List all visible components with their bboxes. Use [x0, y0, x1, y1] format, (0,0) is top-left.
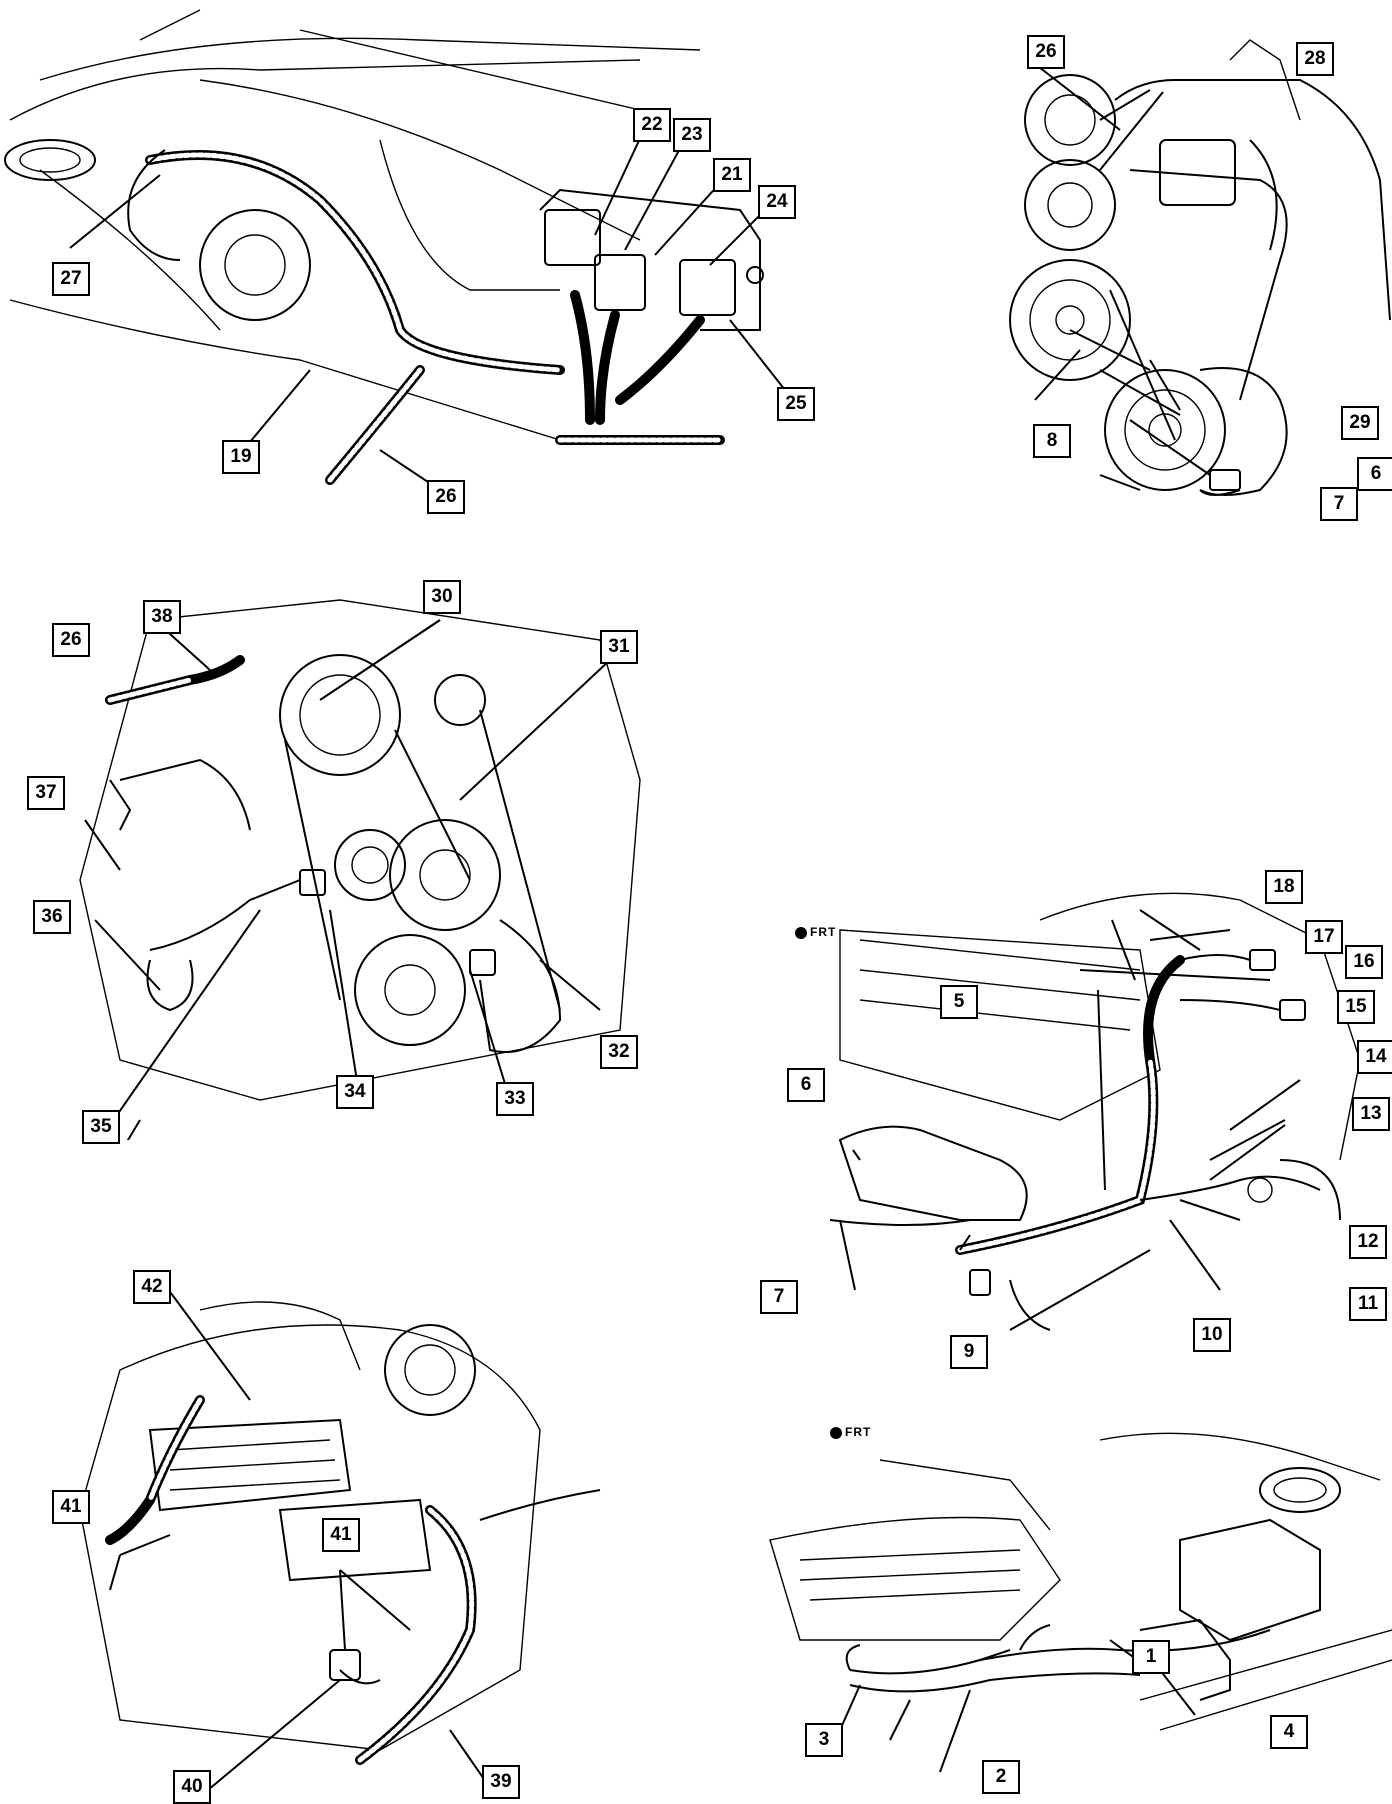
callout-33: 33 — [496, 1082, 534, 1116]
callout-29: 29 — [1341, 406, 1379, 440]
panel-engine-harness: FRT 18 17 16 15 5 14 6 13 — [760, 860, 1392, 1380]
callout-38: 38 — [143, 600, 181, 634]
callout-14: 14 — [1357, 1040, 1392, 1074]
front-arrow-icon-2 — [830, 1426, 842, 1439]
panel-accessory-drive: 26 28 29 8 6 7 — [1000, 20, 1392, 540]
callout-18: 18 — [1265, 870, 1303, 904]
frt-label: FRT — [810, 925, 837, 939]
callout-27: 27 — [52, 262, 90, 296]
callout-19: 19 — [222, 440, 260, 474]
callout-36: 36 — [33, 900, 71, 934]
panel-engine-front: 26 38 30 31 37 36 32 33 34 35 — [0, 580, 700, 1144]
callout-17: 17 — [1305, 920, 1343, 954]
callout-42: 42 — [133, 1270, 171, 1304]
callout-7-d: 7 — [760, 1280, 798, 1314]
panel-relay-bracket: 22 23 21 24 25 27 19 26 — [0, 0, 820, 520]
callout-24: 24 — [758, 185, 796, 219]
callout-31: 31 — [600, 630, 638, 664]
callout-8: 8 — [1033, 424, 1071, 458]
callout-26-b: 26 — [1027, 35, 1065, 69]
callout-26: 26 — [427, 480, 465, 514]
callout-35: 35 — [82, 1110, 120, 1144]
relay-bracket-drawing — [4, 9, 786, 491]
engine-harness-drawing — [829, 892, 1361, 1331]
panel-coil-harness: 42 41 41 40 39 — [0, 1250, 620, 1804]
callout-30: 30 — [423, 580, 461, 614]
engine-front-drawing — [79, 599, 641, 1140]
callout-16: 16 — [1345, 945, 1383, 979]
callout-28: 28 — [1296, 42, 1334, 76]
callout-10: 10 — [1193, 1318, 1231, 1352]
callout-2: 2 — [982, 1760, 1020, 1794]
callout-11: 11 — [1349, 1287, 1387, 1321]
callout-22: 22 — [633, 108, 671, 142]
front-arrow-icon — [795, 926, 807, 939]
callout-7: 7 — [1320, 487, 1358, 521]
frt-indicator: FRT — [795, 925, 836, 939]
callout-13: 13 — [1352, 1097, 1390, 1131]
callout-1: 1 — [1132, 1640, 1170, 1674]
callout-37: 37 — [27, 776, 65, 810]
callout-41-right: 41 — [322, 1518, 360, 1552]
callout-15: 15 — [1337, 990, 1375, 1024]
coil-harness-drawing — [79, 1284, 601, 1802]
callout-5: 5 — [940, 985, 978, 1019]
frt-label-2: FRT — [845, 1425, 872, 1439]
callout-40: 40 — [173, 1770, 211, 1804]
callout-21: 21 — [713, 158, 751, 192]
callout-12: 12 — [1349, 1225, 1387, 1259]
callout-6: 6 — [1357, 457, 1392, 491]
callout-41-left: 41 — [52, 1490, 90, 1524]
frt-indicator-2: FRT — [830, 1425, 871, 1439]
callout-6-d: 6 — [787, 1068, 825, 1102]
callout-26-c: 26 — [52, 623, 90, 657]
callout-39: 39 — [482, 1765, 520, 1799]
accessory-drive-drawing — [1009, 39, 1391, 496]
panel-battery-harness: FRT 1 3 4 2 — [760, 1400, 1392, 1802]
callout-25: 25 — [777, 387, 815, 421]
callout-9: 9 — [950, 1335, 988, 1369]
callout-3: 3 — [805, 1723, 843, 1757]
callout-4: 4 — [1270, 1715, 1308, 1749]
callout-34: 34 — [336, 1075, 374, 1109]
callout-23: 23 — [673, 118, 711, 152]
callout-32: 32 — [600, 1035, 638, 1069]
